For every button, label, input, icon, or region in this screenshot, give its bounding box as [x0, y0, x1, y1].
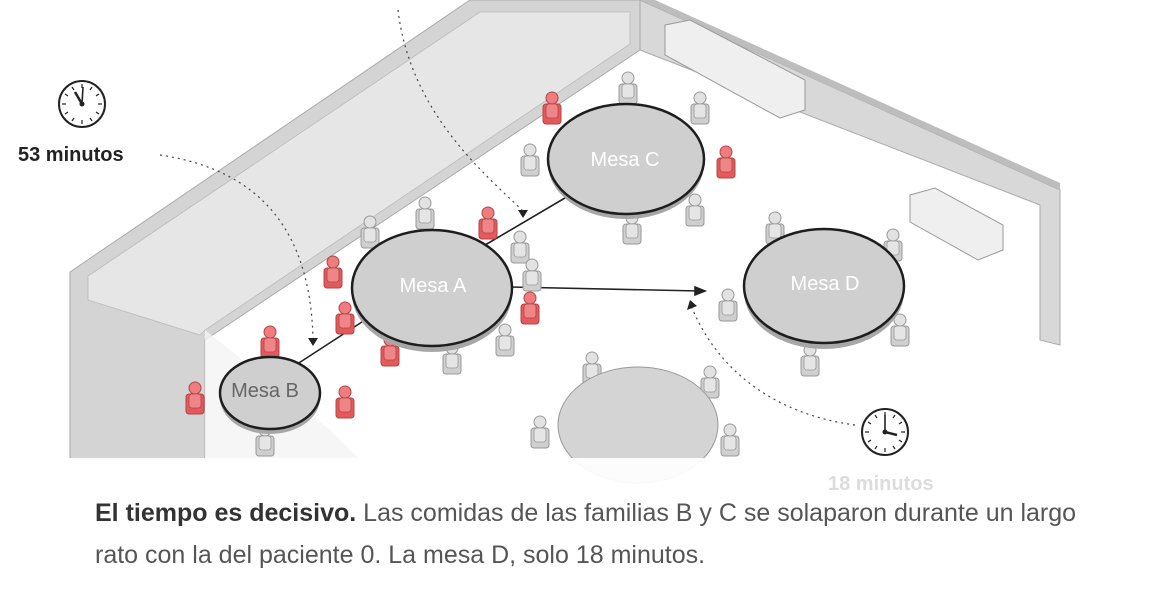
timer-label-18: 18 minutos — [828, 473, 934, 495]
timer-paths — [159, 9, 856, 426]
caption: El tiempo es decisivo. Las comidas de la… — [95, 492, 1095, 576]
table-c — [546, 102, 706, 216]
table-a-label: Mesa A — [400, 275, 467, 297]
clock-icon — [58, 80, 106, 128]
table-c-label: Mesa C — [591, 149, 660, 171]
timer-label-53: 53 minutos — [18, 144, 124, 166]
table-d-label: Mesa D — [791, 273, 860, 295]
table-d — [742, 227, 906, 345]
caption-body: Las comidas de las familias B y C se sol… — [95, 499, 1077, 569]
clock-icon — [861, 408, 909, 456]
table-b — [218, 355, 322, 431]
caption-background — [0, 458, 1156, 589]
caption-lead: El tiempo es decisivo. — [95, 499, 357, 527]
table-a — [350, 228, 514, 348]
table-b-label: Mesa B — [231, 380, 299, 402]
tables — [218, 102, 906, 484]
